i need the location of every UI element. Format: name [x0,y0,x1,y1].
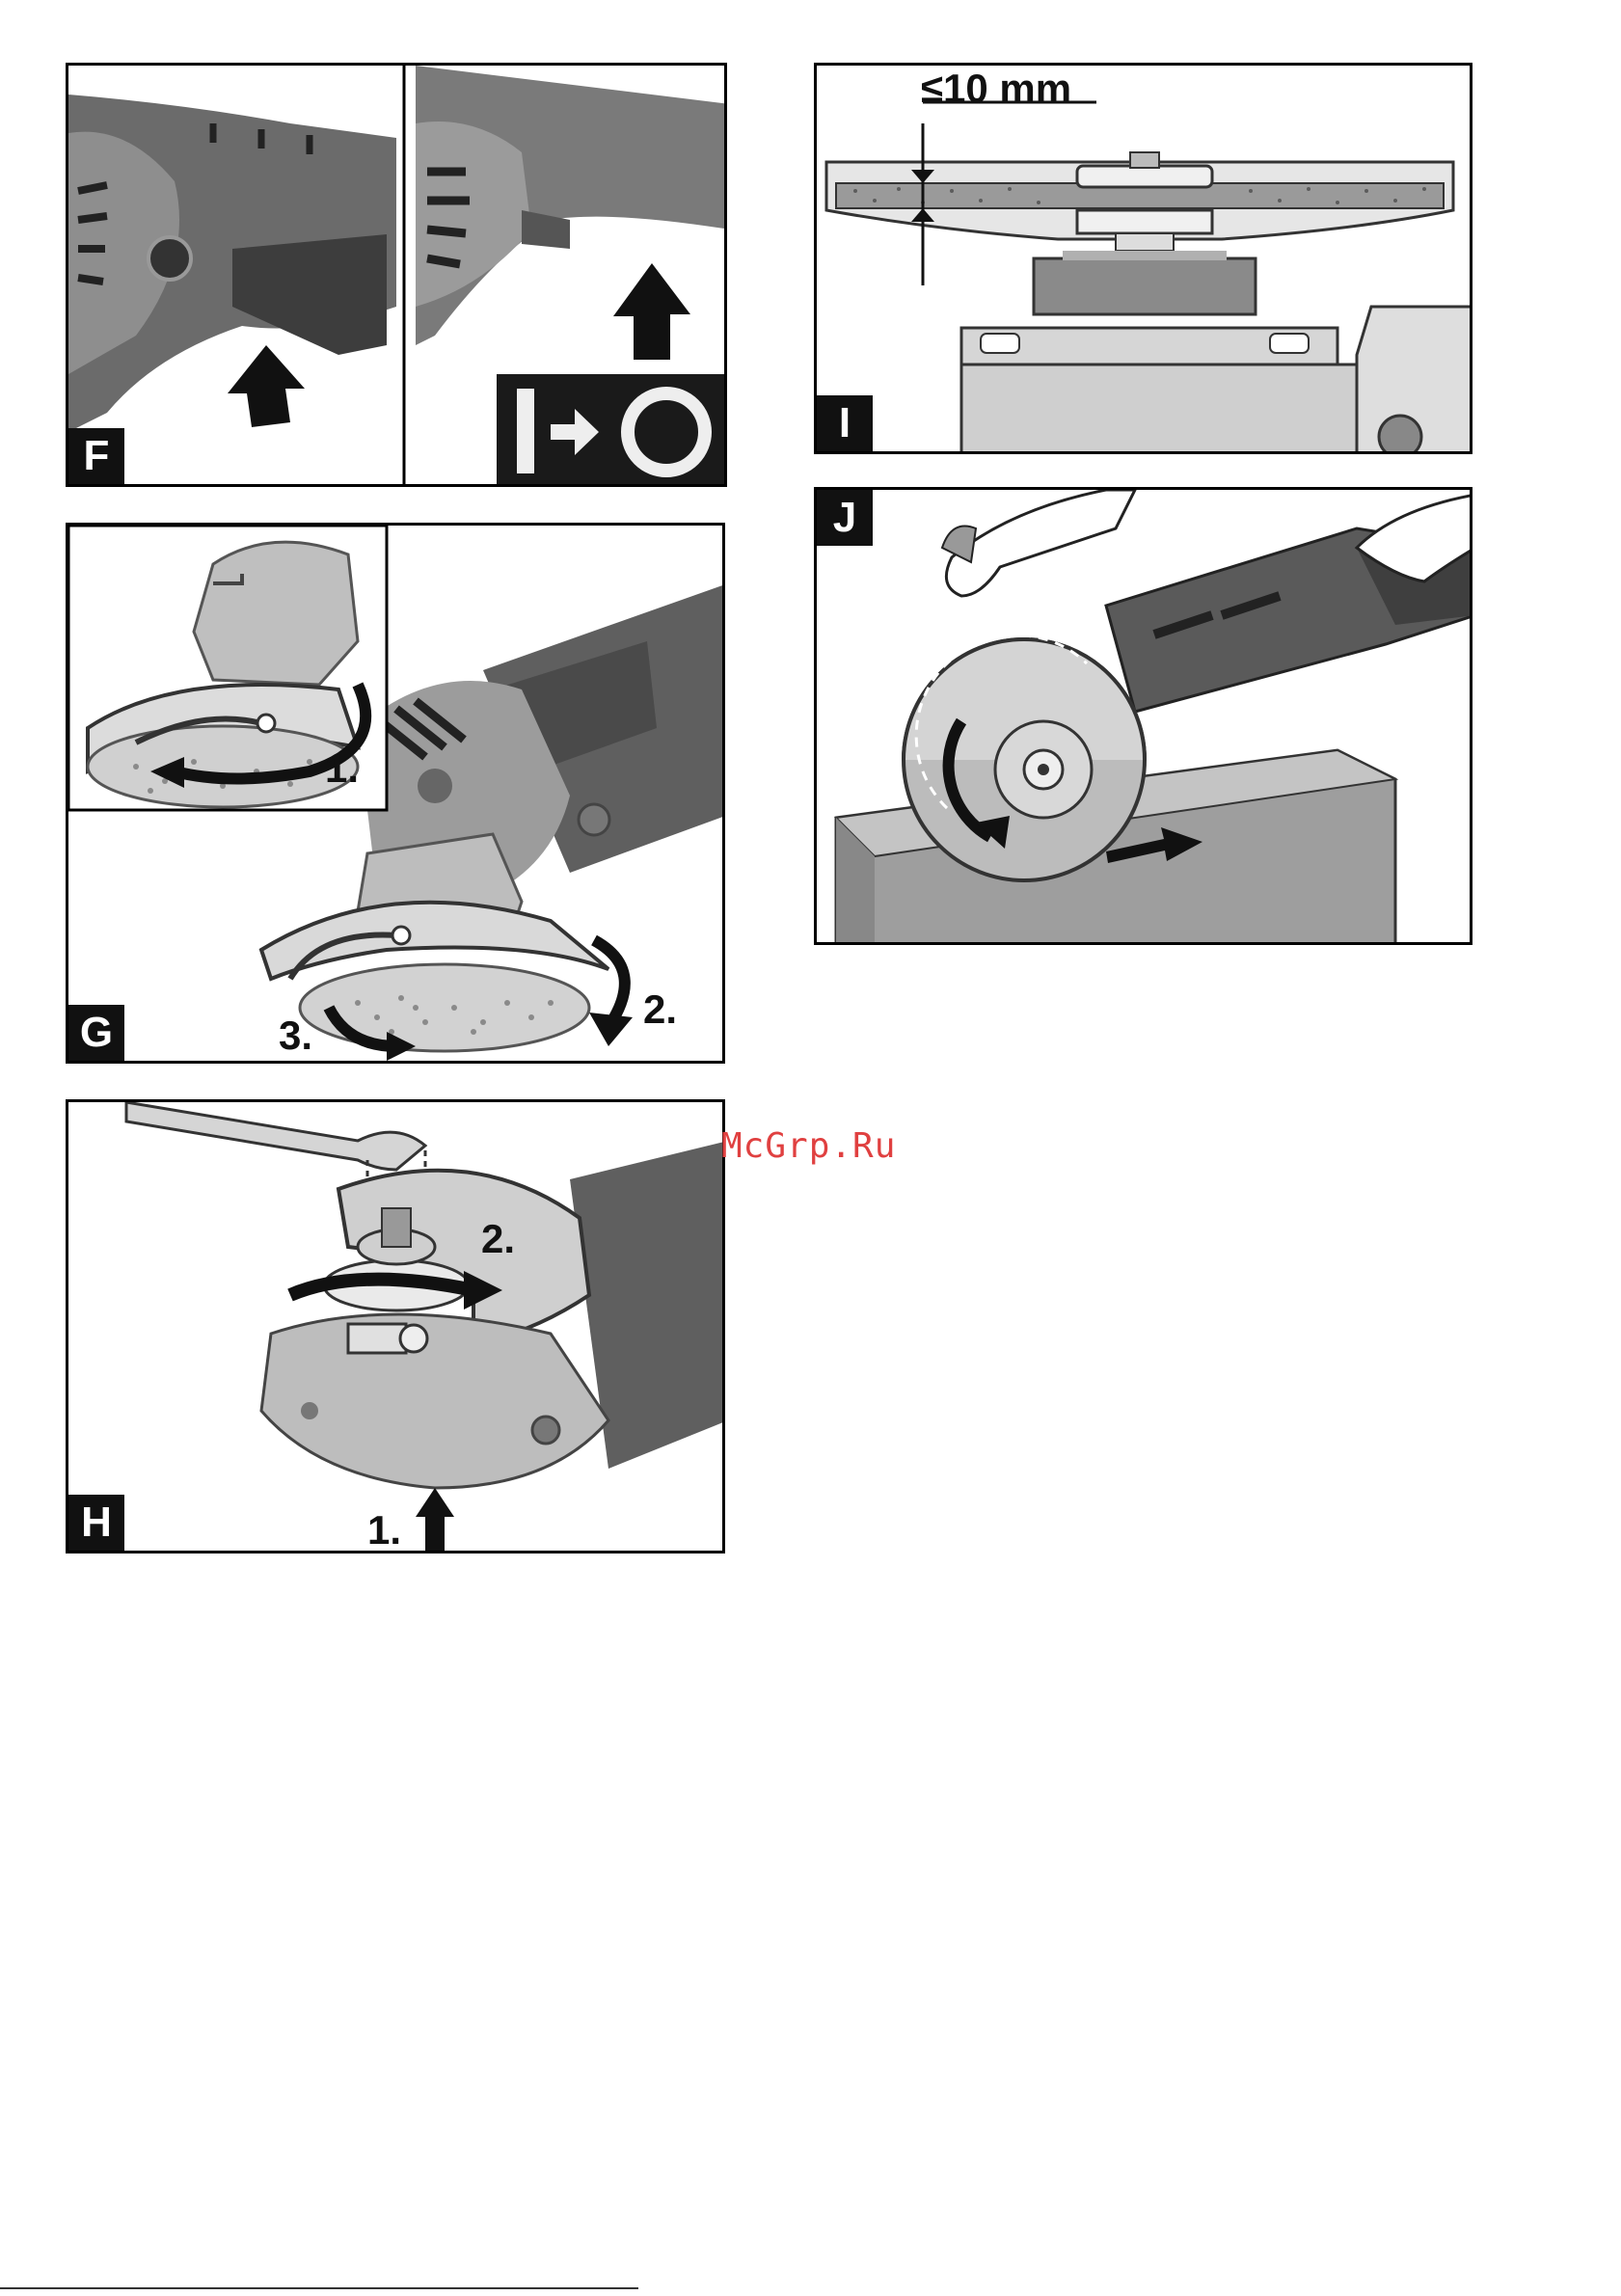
panel-label-g: G [68,1005,124,1061]
cutting-illustration [817,490,1472,945]
step-label-2: 2. [481,1216,515,1262]
panel-label-f: F [68,428,124,484]
push-arrow-icon [416,1488,454,1553]
panel-i: ≤10 mm I [814,63,1472,454]
step-label-3: 3. [279,1013,312,1059]
panel-label-i: I [817,395,873,451]
panel-label-h: H [68,1495,124,1551]
switch-on-symbol-icon [517,389,534,473]
panel-h: 1. 2. H [66,1099,725,1553]
grinder-switch-illustration [68,66,727,487]
step-label-1: 1. [325,745,359,792]
footer-rule [0,2287,638,2289]
panel-g: 1. 2. 3. G [66,523,725,1064]
panel-label-j: J [817,490,873,546]
panel-j: J [814,487,1472,945]
push-arrow-icon [613,263,690,360]
dimension-label: ≤10 mm [921,66,1071,112]
step-label-1: 1. [367,1507,401,1553]
watermark: McGrp.Ru [721,1126,896,1166]
guard-adjust-illustration [68,526,725,1064]
disc-mount-illustration [68,1102,725,1553]
step-label-2: 2. [643,986,677,1033]
panel-f: F [66,63,727,487]
cup-wheel-section-illustration [817,66,1472,454]
